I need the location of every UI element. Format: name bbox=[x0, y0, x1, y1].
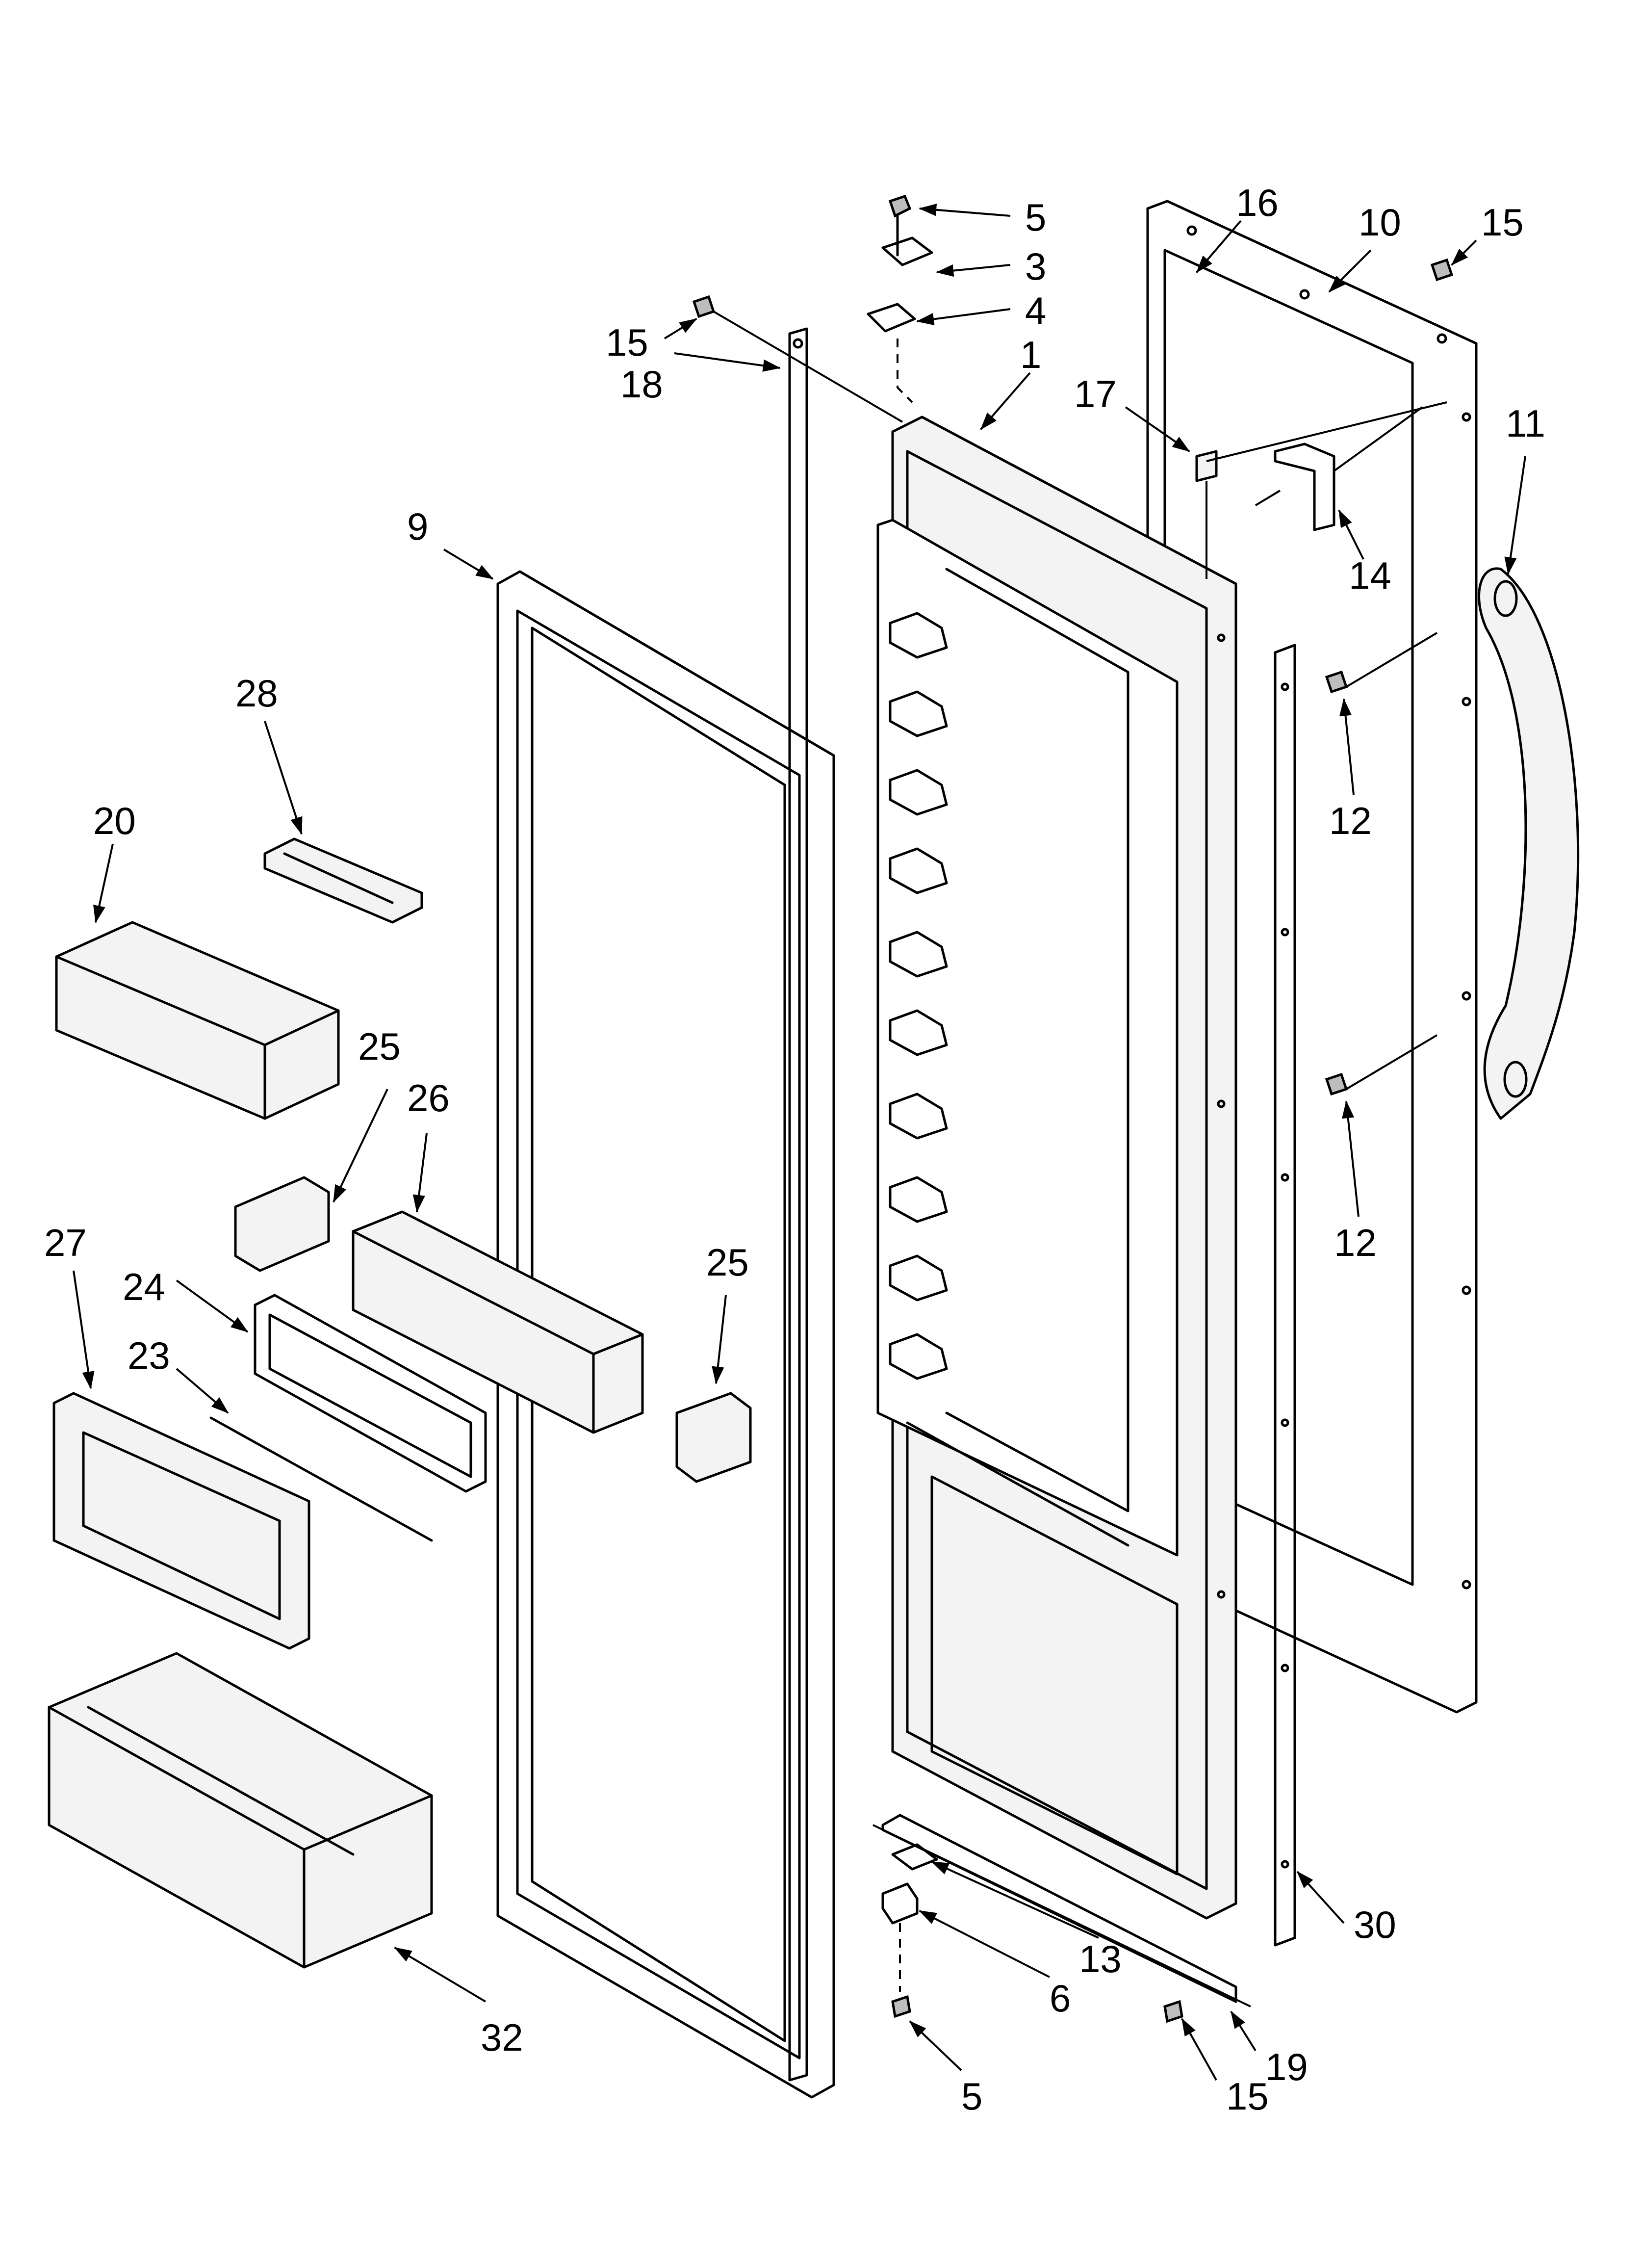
callout-label: 11 bbox=[1506, 402, 1545, 445]
callout-leaders bbox=[73, 204, 1526, 2081]
door-strip-left bbox=[788, 327, 808, 2082]
callout-label: 15 bbox=[1481, 201, 1524, 244]
crisper-frame bbox=[234, 1176, 752, 1483]
door-liner bbox=[876, 416, 1237, 1920]
top-hinge-assembly bbox=[867, 194, 933, 403]
crisper-cover-frame bbox=[209, 1294, 487, 1542]
callout-label: 20 bbox=[93, 799, 136, 842]
callout-label: 30 bbox=[1354, 1903, 1396, 1946]
callout-label: 25 bbox=[706, 1241, 749, 1284]
callout-label: 12 bbox=[1329, 799, 1372, 842]
callout-label: 15 bbox=[606, 321, 648, 364]
crisper-drawer-front bbox=[52, 1392, 310, 1650]
bottom-hinge-assembly bbox=[872, 1814, 1251, 2023]
fasteners bbox=[692, 258, 1454, 1096]
callout-label: 27 bbox=[44, 1221, 87, 1264]
callout-label: 23 bbox=[128, 1334, 170, 1377]
callout-labels: 5 3 4 16 10 15 15 18 1 17 11 14 9 12 28 … bbox=[44, 181, 1545, 2118]
callout-label: 15 bbox=[1226, 2075, 1269, 2118]
callout-label: 18 bbox=[620, 363, 663, 406]
callout-label: 10 bbox=[1359, 201, 1401, 244]
callout-label: 28 bbox=[235, 672, 278, 715]
callout-label: 9 bbox=[407, 505, 428, 548]
callout-label: 26 bbox=[407, 1076, 450, 1120]
upper-door-bin bbox=[55, 921, 340, 1120]
callout-label: 13 bbox=[1079, 1937, 1122, 1981]
shelf-tab-row bbox=[889, 612, 948, 1380]
callout-label: 5 bbox=[961, 2075, 982, 2118]
callout-label: 5 bbox=[1025, 196, 1046, 239]
callout-label: 3 bbox=[1025, 245, 1046, 288]
callout-label: 17 bbox=[1074, 372, 1117, 416]
small-bin bbox=[263, 837, 423, 924]
door-gasket bbox=[496, 570, 835, 2099]
callout-label: 4 bbox=[1025, 289, 1046, 332]
door-handle bbox=[1478, 567, 1580, 1120]
callout-label: 32 bbox=[481, 2016, 523, 2059]
callout-label: 1 bbox=[1020, 333, 1041, 376]
callout-label: 25 bbox=[358, 1025, 401, 1068]
callout-label: 16 bbox=[1236, 181, 1279, 224]
door-strip-right bbox=[1274, 644, 1296, 1947]
callout-label: 12 bbox=[1334, 1221, 1377, 1264]
callout-label: 19 bbox=[1265, 2045, 1308, 2088]
callout-label: 14 bbox=[1349, 554, 1391, 597]
lower-door-bin bbox=[48, 1652, 433, 1969]
callout-label: 6 bbox=[1050, 1977, 1071, 2020]
callout-label: 24 bbox=[123, 1265, 165, 1308]
